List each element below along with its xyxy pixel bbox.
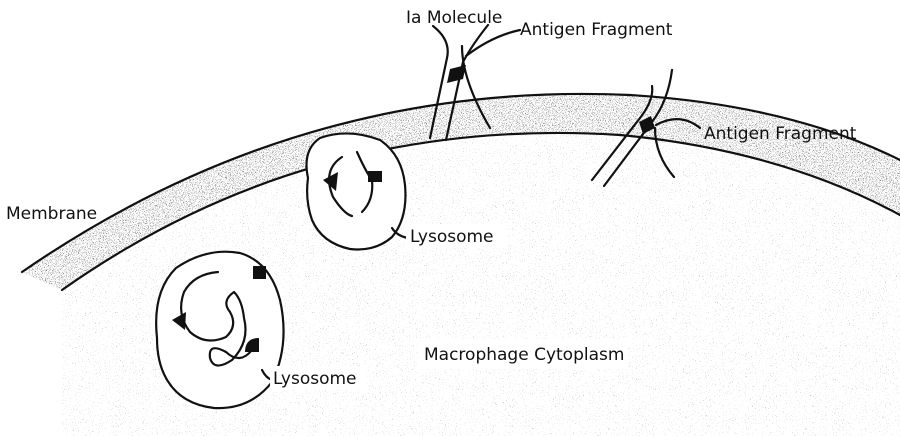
cytoplasm-label: Macrophage Cytoplasm xyxy=(424,345,624,365)
antigen-fragment-label-1: Antigen Fragment xyxy=(520,20,673,40)
antigen-fragment-label-2: Antigen Fragment xyxy=(704,124,857,144)
lysosome-1 xyxy=(307,133,409,249)
antigen-square-1 xyxy=(368,171,382,182)
membrane-label: Membrane xyxy=(6,204,97,224)
antigen-square-2 xyxy=(253,266,266,279)
lysosome-2 xyxy=(156,252,283,408)
lysosome-label-2: Lysosome xyxy=(273,369,357,389)
ia-molecule-label: Ia Molecule xyxy=(406,8,502,28)
ia-binding-block-1 xyxy=(447,65,466,83)
lysosome-label-1: Lysosome xyxy=(410,227,494,247)
